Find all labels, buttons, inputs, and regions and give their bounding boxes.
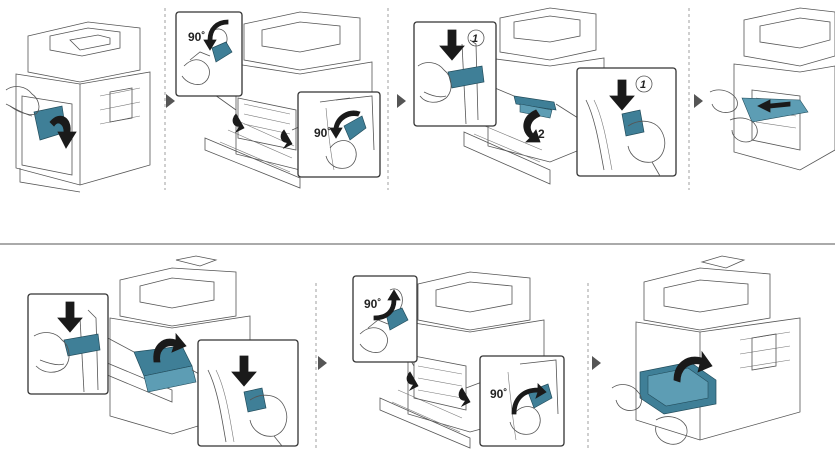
next-step-icon	[694, 94, 703, 108]
rotate-arrow-icon	[373, 289, 401, 321]
step-number-label: 2	[538, 127, 545, 141]
left-lever-detail: 90˚	[181, 19, 233, 85]
press-down-arrow-icon	[57, 301, 83, 333]
next-step-icon	[397, 94, 406, 108]
step-7-close-rear-cover	[611, 255, 801, 445]
step-number-label: 1	[640, 79, 646, 91]
press-down-arrow-icon	[231, 355, 257, 387]
angle-label: 90˚	[364, 297, 381, 311]
angle-label: 90˚	[314, 126, 331, 140]
detail-inset-left-lever	[352, 275, 418, 363]
lower-arrow-icon	[523, 109, 541, 143]
rotate-arrow-icon	[203, 19, 229, 51]
right-lever-detail: 90˚	[314, 95, 375, 171]
next-step-icon	[166, 94, 175, 108]
left-lever-detail: 90˚	[359, 288, 409, 353]
step-number-label: 1	[472, 33, 478, 45]
detail-inset-right-lever	[297, 91, 381, 178]
step-1-open-side-cover	[5, 21, 151, 193]
press-guide-detail-right	[207, 355, 288, 447]
angle-label: 90˚	[490, 387, 507, 401]
angle-label: 90˚	[188, 30, 205, 44]
curved-arrow-icon	[49, 115, 77, 149]
fuser-guide-icon	[513, 95, 557, 111]
detail-inset-right-lever	[479, 355, 565, 447]
close-arrow-icon	[673, 350, 713, 383]
next-step-icon	[592, 356, 601, 370]
next-step-icon	[318, 356, 327, 370]
step-5-raise-fuser-guide	[99, 255, 251, 435]
detail-inset-left-lever	[175, 11, 243, 97]
right-lever-detail: 90˚	[490, 359, 559, 441]
press-guide-detail-left	[33, 301, 101, 393]
rotate-arrow-icon	[329, 110, 361, 139]
jammed-paper-icon	[741, 97, 809, 123]
press-down-arrow-icon	[609, 79, 635, 111]
press-down-arrow-icon	[439, 29, 465, 61]
step-4-remove-jammed-paper	[709, 7, 835, 171]
press-guide-detail-right: 1	[585, 75, 666, 177]
rotate-arrow-icon	[511, 383, 547, 415]
raise-arrow-icon	[153, 332, 187, 363]
press-guide-detail-left: 1	[417, 29, 485, 125]
pull-arrow-icon	[757, 99, 791, 113]
